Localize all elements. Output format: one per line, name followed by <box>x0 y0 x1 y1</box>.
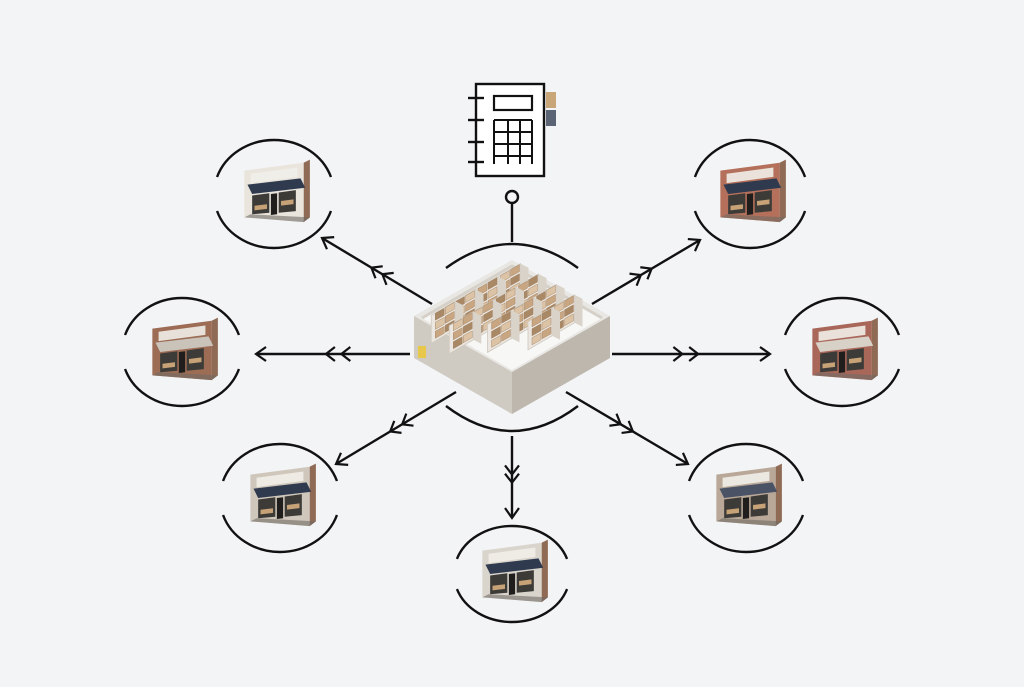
ring-arc-bottom <box>687 514 805 554</box>
carton-box <box>491 335 501 348</box>
ring-arc-bottom <box>783 368 901 408</box>
carton-box <box>501 311 511 324</box>
storefront-icon <box>482 539 548 603</box>
arrow-to-top-left <box>317 230 433 306</box>
carton-box <box>463 330 473 344</box>
carton-box <box>546 285 556 298</box>
carton-box <box>564 295 574 309</box>
storage-rack <box>527 307 560 351</box>
carton-box <box>445 310 455 324</box>
carton-box <box>564 313 574 327</box>
store-nodes <box>123 138 901 624</box>
carton-box <box>510 264 520 277</box>
carton-box <box>531 314 542 328</box>
carton-box <box>487 277 498 290</box>
storage-rack <box>487 309 520 354</box>
carton-box <box>487 286 498 299</box>
ring-arc-top <box>783 296 901 336</box>
carton-box <box>483 309 493 323</box>
arrow-to-top-right <box>591 232 705 306</box>
ring-arc-bottom <box>693 210 807 250</box>
carton-box <box>523 307 534 320</box>
ring-arc-top <box>455 524 569 560</box>
carton-box <box>510 273 520 286</box>
carton-box <box>465 290 475 303</box>
carton-box <box>435 307 445 321</box>
hub-ring <box>445 242 579 433</box>
ring-arc-top <box>123 296 241 336</box>
arrow-to-left <box>254 345 410 363</box>
carton-box <box>564 304 574 318</box>
carton-box <box>531 323 542 337</box>
carton-box <box>491 326 501 339</box>
storefront-icon <box>152 317 218 381</box>
storefront-icon <box>720 159 786 223</box>
store-node-top-right <box>693 138 807 250</box>
ring-arc-bottom <box>455 588 569 624</box>
storefront-icon <box>812 317 878 381</box>
carton-box <box>463 321 473 335</box>
carton-box <box>453 318 463 332</box>
storage-rack <box>448 311 482 355</box>
carton-box <box>491 317 501 330</box>
ring-arc-top <box>687 442 805 482</box>
carton-box <box>523 298 534 311</box>
ring-arc-top <box>221 442 339 482</box>
ring-arc-top <box>693 138 807 178</box>
carton-box <box>501 329 511 342</box>
storefront-icon <box>716 463 782 527</box>
arrow-to-right <box>612 345 772 363</box>
carton-box <box>445 301 455 315</box>
storefront-icon <box>244 159 310 223</box>
carton-box <box>528 274 538 288</box>
arrow-to-bottom <box>503 436 521 520</box>
carton-box <box>465 299 475 312</box>
carton-box <box>463 312 473 326</box>
store-node-right <box>783 296 901 408</box>
carton-box <box>483 300 493 314</box>
arrow-to-bottom-right <box>565 390 693 472</box>
distribution-arrows <box>254 230 772 520</box>
ring-arc-top <box>215 138 333 178</box>
store-node-top-left <box>215 138 333 250</box>
store-node-bottom <box>455 524 569 624</box>
carton-box <box>531 332 542 346</box>
carton-box <box>505 296 516 310</box>
ring-arc-bottom <box>123 368 241 408</box>
carton-box <box>541 308 552 322</box>
carton-box <box>453 327 463 341</box>
carton-box <box>546 294 556 307</box>
ledger-document-icon <box>468 82 556 178</box>
store-node-left <box>123 296 241 408</box>
arrow-to-bottom-left <box>331 390 457 472</box>
store-node-bottom-left <box>221 442 339 554</box>
carton-box <box>501 320 511 333</box>
document-connector <box>504 189 520 242</box>
store-node-bottom-right <box>687 442 805 554</box>
ring-arc-bottom <box>221 514 339 554</box>
carton-box <box>435 325 445 339</box>
ring-arc-bottom <box>215 210 333 250</box>
carton-box <box>541 326 552 340</box>
warehouse-icon <box>414 260 610 414</box>
carton-box <box>453 336 463 350</box>
carton-box <box>505 287 516 301</box>
carton-box <box>541 317 552 331</box>
carton-box <box>528 283 538 297</box>
carton-box <box>435 316 445 330</box>
storefront-icon <box>250 463 316 527</box>
